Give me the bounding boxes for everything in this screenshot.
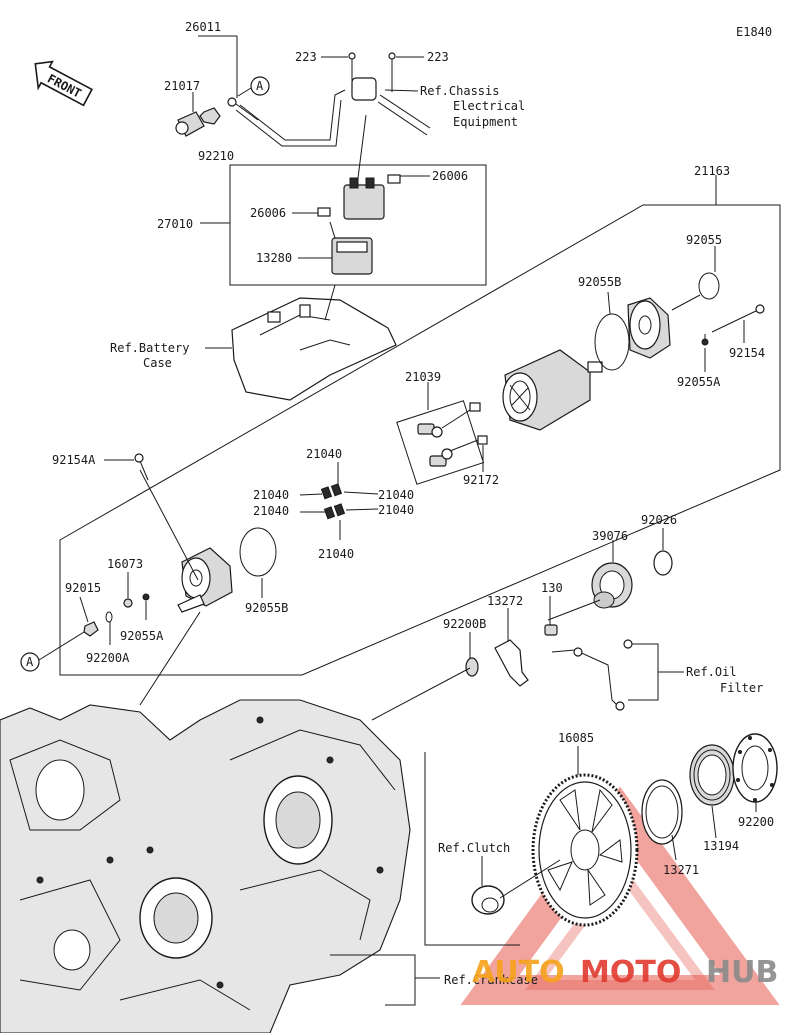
label-92026: 92026 <box>641 513 677 527</box>
label-130: 130 <box>541 581 563 595</box>
label-92210: 92210 <box>198 149 234 163</box>
ref-crankcase: Ref.Crankcase <box>444 973 538 987</box>
label-21040-right2: 21040 <box>378 503 414 517</box>
label-92200b: 92200B <box>443 617 486 631</box>
starter-idle-gear <box>591 562 633 609</box>
end-cover <box>627 297 671 359</box>
ref-oil-line1: Ref.Oil <box>686 665 737 679</box>
brush-holder-upper <box>417 402 481 438</box>
watermark-text: AUTO MOTO HUB <box>472 955 778 990</box>
oring-92055b-lower <box>239 527 277 577</box>
ref-clutch: Ref.Clutch <box>438 841 510 855</box>
washer-92200b <box>465 657 479 677</box>
bearing-92026 <box>653 550 673 576</box>
front-housing <box>177 547 233 613</box>
label-21017: 21017 <box>164 79 200 93</box>
brush-group-box <box>396 400 485 485</box>
ref-battery-line1: Ref.Battery <box>110 341 189 355</box>
label-13271: 13271 <box>663 863 699 877</box>
label-21040-left1: 21040 <box>253 488 289 502</box>
washer-92200a <box>105 611 113 623</box>
label-13272: 13272 <box>487 594 523 608</box>
one-way-clutch-13194 <box>689 744 735 806</box>
ref-battery-line2: Case <box>143 356 172 370</box>
label-16073: 16073 <box>107 557 143 571</box>
starter-relay <box>317 174 401 220</box>
starter-clutch-gear <box>531 773 639 927</box>
oring-92055b-top <box>594 313 630 371</box>
label-26006-right: 26006 <box>432 169 468 183</box>
label-92055a-top: 92055A <box>677 375 721 389</box>
brush-set <box>320 483 346 520</box>
ref-chassis-line3: Equipment <box>453 115 518 129</box>
label-223-right: 223 <box>427 50 449 64</box>
brush-holder-lower <box>429 435 488 467</box>
label-21040-top: 21040 <box>306 447 342 461</box>
shaft-130 <box>544 624 558 636</box>
watermark-moto: MOTO <box>580 955 681 990</box>
callout-a-top-letter: A <box>256 79 264 93</box>
nut-92015 <box>83 621 99 637</box>
label-92154: 92154 <box>729 346 765 360</box>
label-92154a: 92154A <box>52 453 96 467</box>
label-92015: 92015 <box>65 581 101 595</box>
label-21039: 21039 <box>405 370 441 384</box>
label-92055a: 92055A <box>120 629 164 643</box>
label-26006-left: 26006 <box>250 206 286 220</box>
clutch-washer <box>471 885 505 915</box>
oring-92055 <box>698 272 720 300</box>
label-26011: 26011 <box>185 20 221 34</box>
ref-chassis-line1: Ref.Chassis <box>420 84 499 98</box>
label-92200a: 92200A <box>86 651 130 665</box>
diagram-id: E1840 <box>736 25 772 39</box>
plate-13272 <box>494 639 529 687</box>
label-92055b: 92055B <box>245 601 288 615</box>
ref-chassis-line2: Electrical <box>453 99 525 113</box>
label-16085: 16085 <box>558 731 594 745</box>
label-13194: 13194 <box>703 839 739 853</box>
label-39076: 39076 <box>592 529 628 543</box>
battery-case <box>231 297 397 401</box>
relay-holder <box>331 237 373 275</box>
label-21040-right1: 21040 <box>378 488 414 502</box>
label-223-left: 223 <box>295 50 317 64</box>
ref-oil-line2: Filter <box>720 681 763 695</box>
label-21040-left2: 21040 <box>253 504 289 518</box>
starter-motor <box>502 349 603 431</box>
relay-group-box <box>229 164 487 286</box>
label-92055b-top: 92055B <box>578 275 621 289</box>
washer-16073 <box>123 598 133 608</box>
callout-a-lower-letter: A <box>26 655 34 669</box>
label-92055: 92055 <box>686 233 722 247</box>
label-13280: 13280 <box>256 251 292 265</box>
label-21163: 21163 <box>694 164 730 178</box>
engine-crankcase <box>0 699 411 1033</box>
washer-13271 <box>641 779 683 845</box>
oring-92055a <box>142 593 150 601</box>
label-27010: 27010 <box>157 217 193 231</box>
plate-92200 <box>732 733 778 803</box>
label-92200: 92200 <box>738 815 774 829</box>
label-21040-bottom: 21040 <box>318 547 354 561</box>
watermark-auto: AUTO <box>472 955 565 990</box>
callout-a-lower <box>20 652 40 672</box>
label-92172: 92172 <box>463 473 499 487</box>
cable-assembly <box>175 52 431 147</box>
front-arrow-icon: FRONT <box>34 60 94 107</box>
starter-group-outline <box>59 204 781 676</box>
callout-a-top <box>250 76 270 96</box>
watermark-hub: HUB <box>706 955 778 990</box>
